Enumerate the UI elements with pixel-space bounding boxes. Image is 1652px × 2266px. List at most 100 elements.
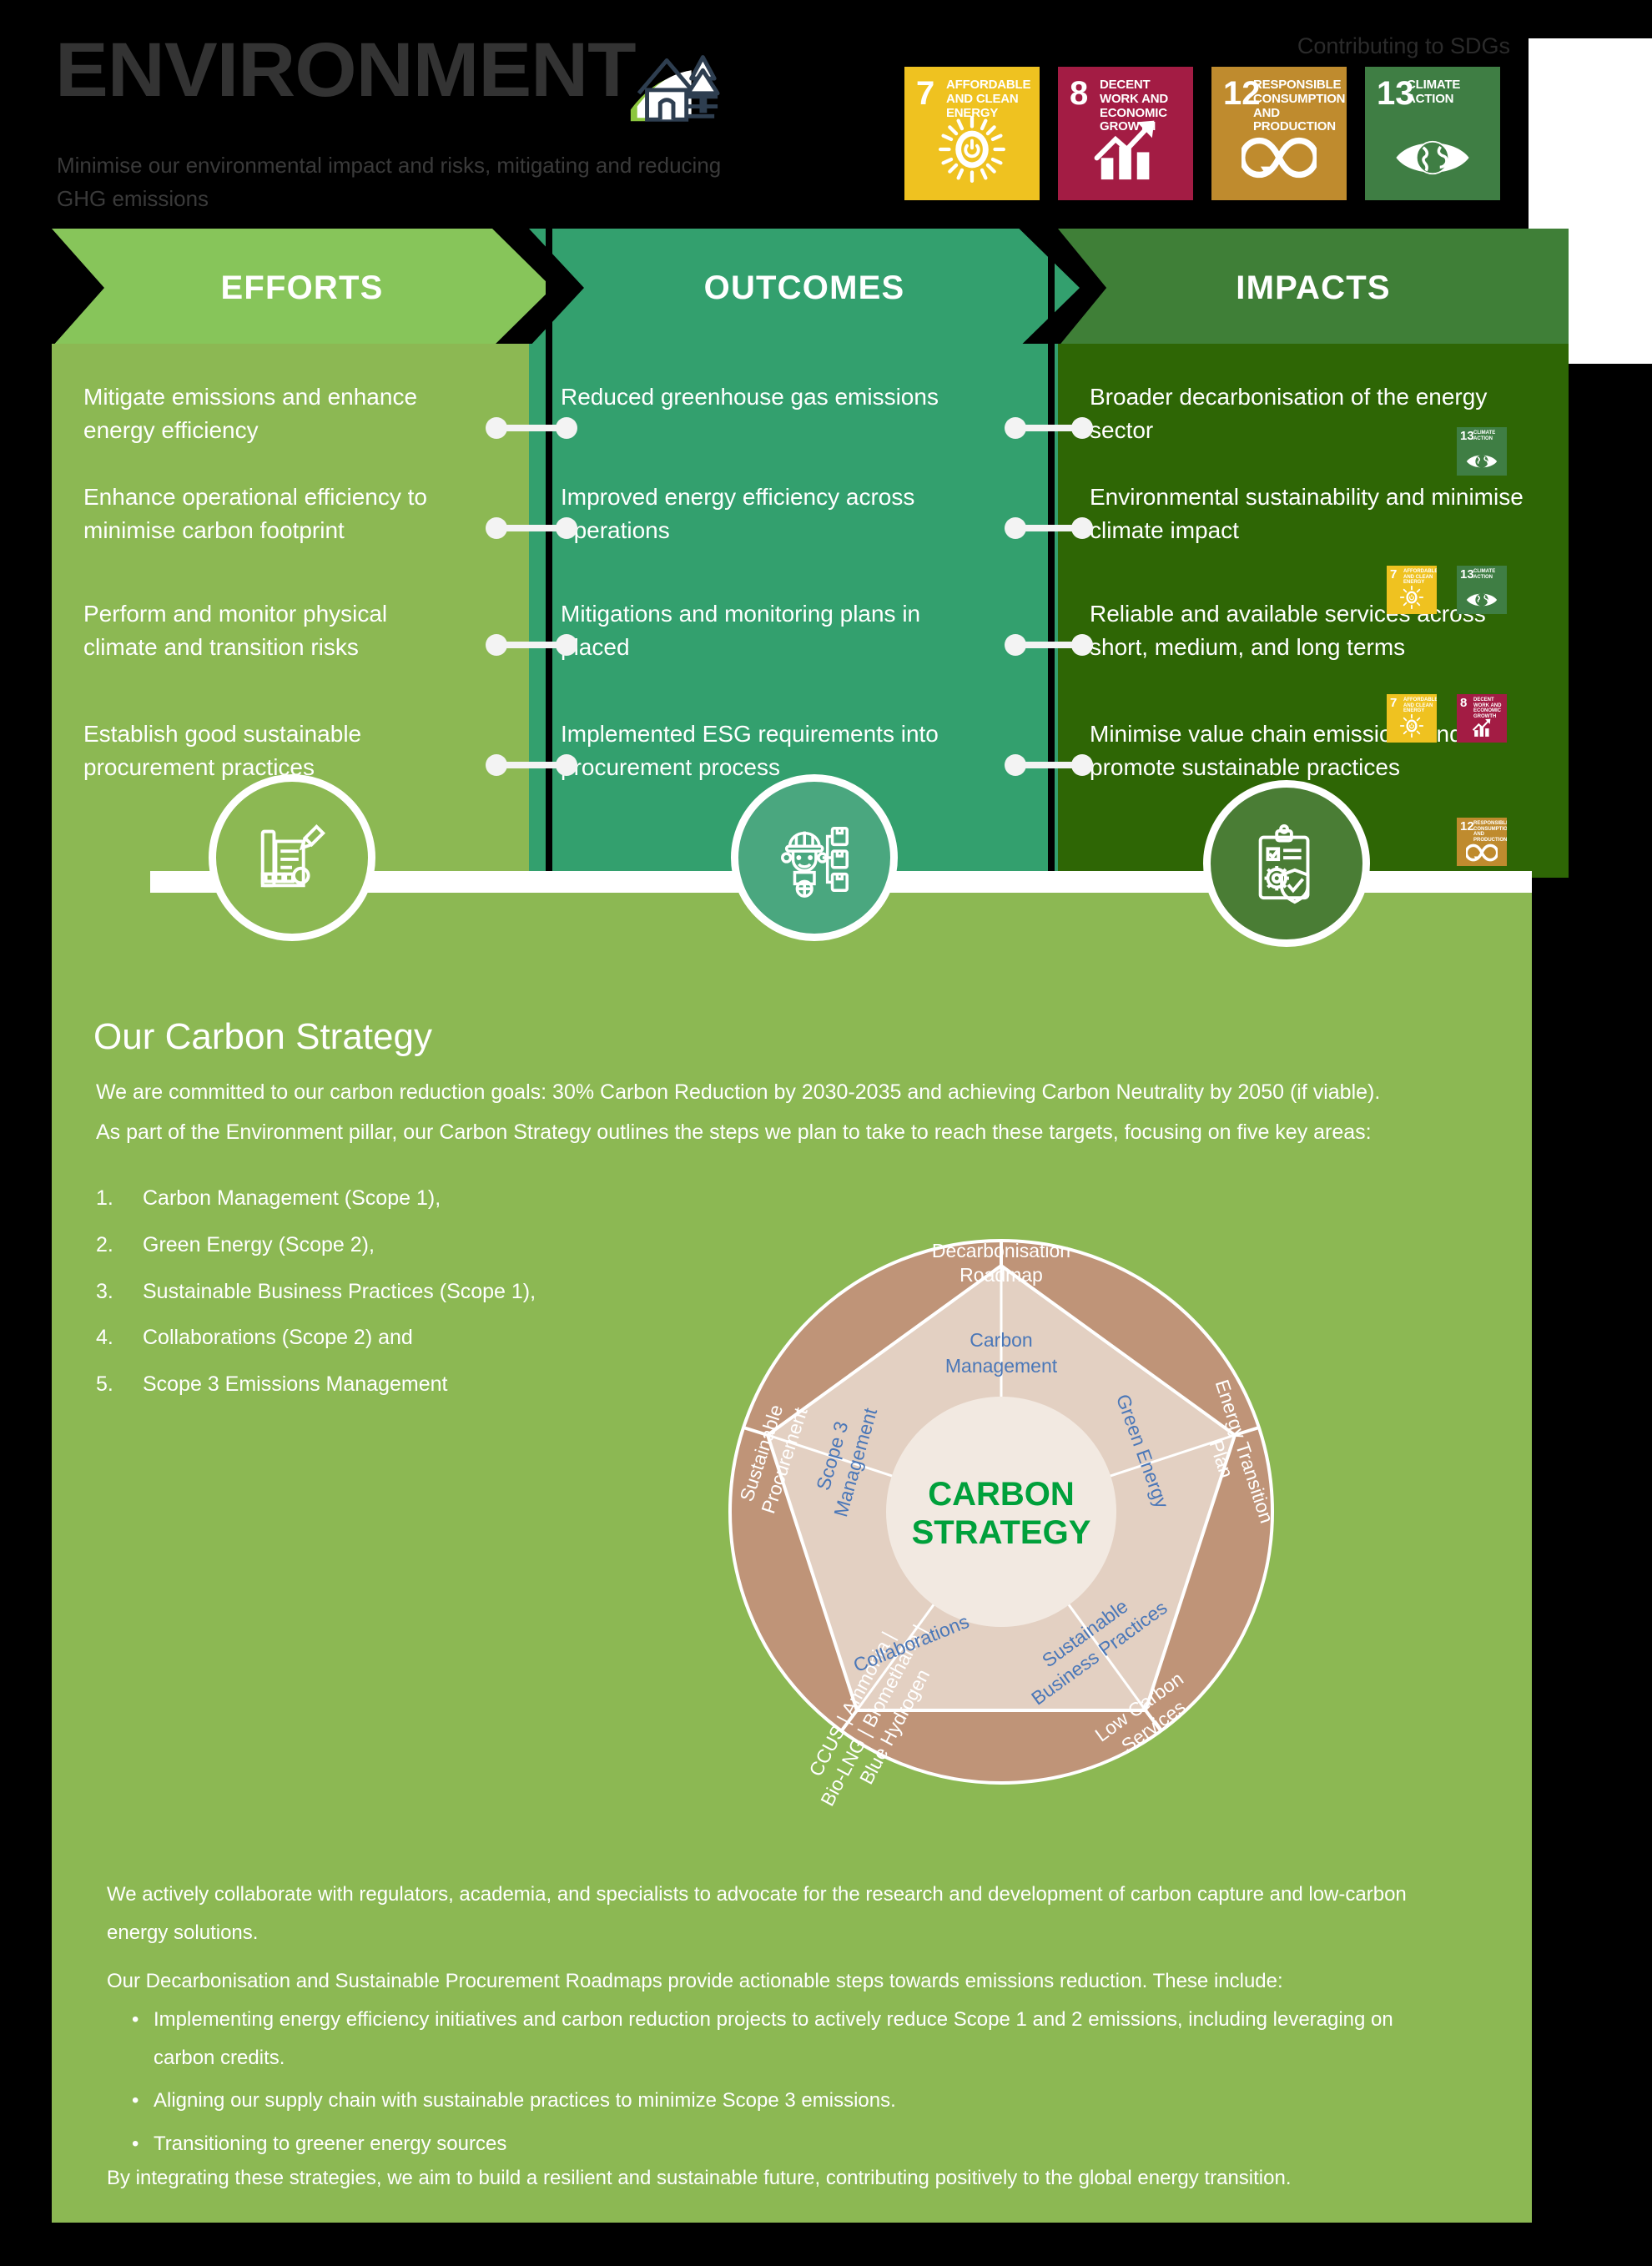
list-label: Green Energy (Scope 2),	[143, 1232, 375, 1256]
sdg-title: Climate Action	[1407, 78, 1461, 106]
list-item: Broader decarbonisation of the energy se…	[1090, 384, 1488, 443]
banner-outcomes: OUTCOMES	[529, 229, 1080, 347]
sdg-contributing-label: Contributing to SDGs	[1297, 33, 1510, 58]
bottom-paragraph-3: By integrating these strategies, we aim …	[107, 2167, 1292, 2189]
sdg-badge-7: 7 Affordable and Clean Energy	[904, 67, 1040, 200]
connector-dot	[1005, 754, 1026, 776]
list-number: 2.	[96, 1232, 113, 1256]
list-item: 3.Sustainable Business Practices (Scope …	[96, 1278, 730, 1307]
list-number: 4.	[96, 1326, 113, 1350]
list-item: Enhance operational efficiency to minimi…	[83, 484, 427, 543]
banner-impacts: IMPACTS	[1058, 229, 1569, 347]
sdg-title: Responsible Consumption and Production	[1253, 78, 1346, 134]
connector-dot	[486, 417, 507, 439]
list-item: 5.Scope 3 Emissions Management	[96, 1371, 730, 1399]
banner-efforts-label: EFFORTS	[220, 269, 384, 306]
connector-line	[1005, 417, 1093, 439]
sdg-title: Affordable and Clean Energy	[1403, 569, 1437, 586]
sdg-title: Climate Action	[1473, 431, 1496, 441]
sdg-badge-12: 12 Responsible Consumption and Productio…	[1211, 67, 1347, 200]
list-item: 1.Carbon Management (Scope 1),	[96, 1185, 730, 1213]
connector-dot	[486, 517, 507, 539]
bottom-paragraph-2: Our Decarbonisation and Sustainable Proc…	[107, 1970, 1283, 1992]
clipboard-gear-shield-icon	[1258, 823, 1310, 904]
banner-efforts: EFFORTS	[52, 229, 552, 347]
bottom-paragraph-1: We actively collaborate with regulators,…	[107, 1883, 1407, 1944]
sdg-title: Responsible Consumption and Production	[1473, 821, 1507, 843]
connector-line	[1005, 517, 1093, 539]
list-item: Transitioning to greener energy sources	[125, 2125, 1418, 2163]
connector-dot	[556, 634, 577, 656]
connector-dot	[1071, 754, 1093, 776]
list-number: 3.	[96, 1279, 113, 1303]
list-number: 1.	[96, 1186, 113, 1210]
list-item: Reduced greenhouse gas emissions	[561, 384, 939, 410]
connector-line	[486, 754, 577, 776]
list-item: Mitigate emissions and enhance energy ef…	[83, 384, 418, 443]
sdg-title: Affordable and Clean Energy	[946, 78, 1031, 120]
list-item: Perform and monitor physical climate and…	[83, 601, 388, 660]
growth-chart-icon	[1457, 717, 1507, 742]
connector-line	[486, 634, 577, 656]
connector-dot	[556, 754, 577, 776]
carbon-strategy-intro: We are committed to our carbon reduction…	[96, 1080, 1381, 1144]
sun-plug-icon	[904, 113, 1040, 194]
sdg-number: 7	[1390, 696, 1398, 710]
sun-plug-icon	[1387, 585, 1437, 613]
column-divider-2	[1048, 229, 1055, 878]
wheel-center-line1: CARBON	[928, 1476, 1075, 1513]
growth-chart-icon	[1058, 113, 1193, 194]
bottom-bullet-list: Implementing energy efficiency initiativ…	[125, 2001, 1418, 2168]
carbon-strategy-list: 1.Carbon Management (Scope 1), 2. Green E…	[96, 1185, 730, 1418]
sdg-number: 13	[1377, 75, 1414, 112]
connector-dot	[1071, 517, 1093, 539]
mini-sdg-badge-7: 7 Affordable and Clean Energy	[1387, 566, 1437, 614]
connector-dot	[1071, 634, 1093, 656]
list-label: Scope 3 Emissions Management	[143, 1372, 448, 1396]
wheel-center-line2: STRATEGY	[912, 1514, 1091, 1551]
circle-icon-impacts	[1203, 780, 1370, 947]
connector-line	[486, 417, 577, 439]
list-item: Improved energy efficiency across operat…	[561, 484, 915, 543]
sdg-badge-13: 13 Climate Action	[1365, 67, 1500, 200]
list-item: Environmental sustainability and minimis…	[1090, 484, 1524, 543]
list-item: Aligning our supply chain with sustainab…	[125, 2082, 1418, 2120]
connector-dot	[556, 517, 577, 539]
house-trees-leaf-icon	[630, 55, 720, 122]
mini-sdg-badge-13-b: 13 Climate Action	[1457, 566, 1507, 614]
connector-dot	[556, 417, 577, 439]
column-impacts: Broader decarbonisation of the energy se…	[1058, 344, 1569, 878]
list-item: 4. Collaborations (Scope 2) and	[96, 1324, 730, 1352]
list-item: Implementing energy efficiency initiativ…	[125, 2001, 1418, 2077]
column-divider-1	[546, 229, 552, 878]
list-label: Collaborations (Scope 2) and	[143, 1326, 413, 1350]
banner-impacts-label: IMPACTS	[1236, 269, 1391, 306]
banner-outcomes-label: OUTCOMES	[703, 269, 905, 306]
sdg-number: 7	[916, 75, 935, 112]
connector-dot	[1005, 517, 1026, 539]
circle-icon-efforts	[209, 774, 375, 941]
sdg-title: Affordable and Clean Energy	[1403, 697, 1437, 714]
sun-plug-icon	[1387, 713, 1437, 742]
sdg-number: 8	[1070, 75, 1089, 112]
connector-dot	[1071, 417, 1093, 439]
sdg-badge-row: 7 Affordable and Clean Energy 8 Decent W…	[904, 67, 1500, 200]
connector-line	[1005, 634, 1093, 656]
report-pencil-icon	[260, 823, 326, 888]
mini-sdg-badge-7-b: 7 Affordable and Clean Energy	[1387, 694, 1437, 743]
connector-dot	[486, 754, 507, 776]
list-item: Mitigations and monitoring plans in plac…	[561, 601, 921, 660]
wheel-hub	[886, 1397, 1116, 1627]
eye-globe-icon	[1457, 590, 1507, 613]
sdg-number: 8	[1460, 696, 1468, 710]
infinity-icon	[1457, 843, 1507, 865]
connector-line	[1005, 754, 1093, 776]
sdg-badge-8: 8 Decent Work and Economic Growth	[1058, 67, 1193, 200]
infinity-icon	[1211, 130, 1347, 194]
connector-dot	[1005, 417, 1026, 439]
mini-sdg-badge-12: 12 Responsible Consumption and Productio…	[1457, 818, 1507, 866]
